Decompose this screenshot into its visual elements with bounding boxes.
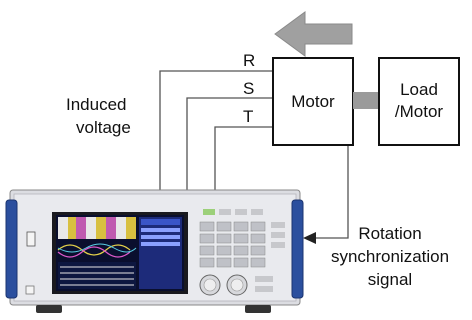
wire-r bbox=[159, 70, 273, 190]
rotation-label: Rotation bbox=[358, 224, 422, 243]
load-label-line1: Load bbox=[400, 80, 438, 99]
power-analyzer-icon bbox=[5, 189, 304, 313]
direction-arrow-icon bbox=[274, 11, 353, 57]
shaft-coupling bbox=[353, 92, 379, 109]
phase-t-label: T bbox=[243, 107, 254, 126]
sync-arrow-icon bbox=[303, 232, 316, 244]
phase-s-label: S bbox=[243, 79, 255, 98]
induced-label: Induced bbox=[66, 95, 127, 114]
voltage-label: voltage bbox=[76, 118, 131, 137]
synchronization-label: synchronization bbox=[330, 247, 450, 266]
load-box bbox=[378, 57, 460, 146]
motor-label: Motor bbox=[291, 92, 335, 111]
sync-signal-wire bbox=[313, 145, 349, 239]
wire-s bbox=[186, 97, 273, 190]
signal-label: signal bbox=[367, 270, 413, 289]
load-label-line2: /Motor bbox=[394, 102, 444, 121]
wire-t bbox=[214, 126, 273, 190]
motor-box bbox=[272, 57, 354, 146]
phase-r-label: R bbox=[243, 51, 256, 70]
